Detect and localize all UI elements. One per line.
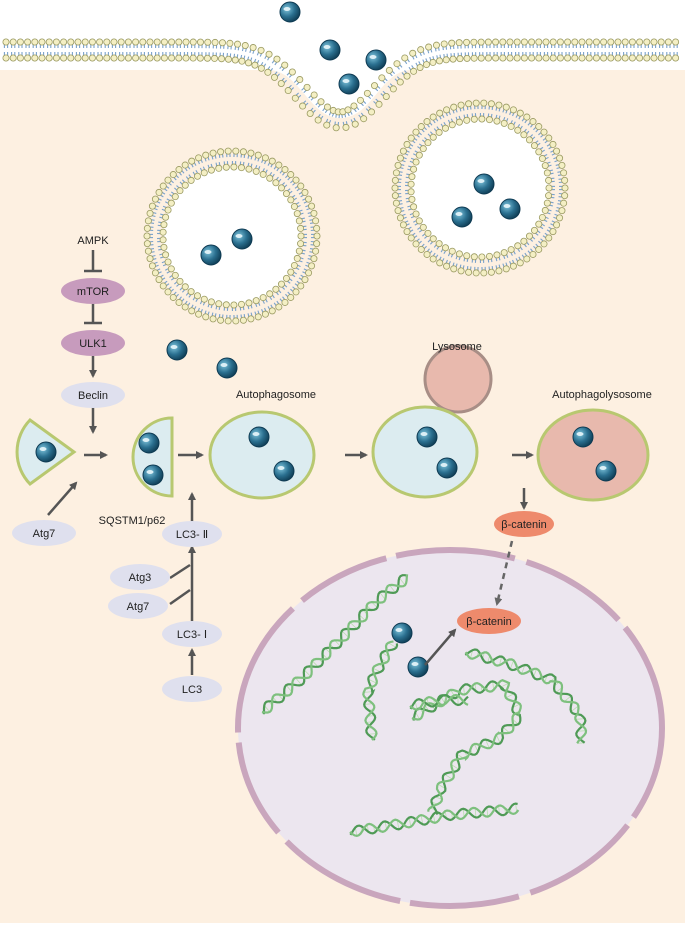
nanoparticle-icon xyxy=(474,174,494,194)
autophagosome-label: Autophagosome xyxy=(236,389,316,401)
lysosome xyxy=(425,346,491,412)
ampk-label: AMPK xyxy=(77,235,109,247)
mtor-label: mTOR xyxy=(77,286,109,298)
sqstm1-label: SQSTM1/p62 xyxy=(99,515,166,527)
nanoparticle-icon xyxy=(274,461,294,481)
beta-catenin-nuclear-label: β-catenin xyxy=(466,616,511,628)
ulk1-label: ULK1 xyxy=(79,338,107,350)
nanoparticle-icon xyxy=(139,433,159,453)
beclin-label: Beclin xyxy=(78,390,108,402)
beta-catenin-cyto-label: β-catenin xyxy=(501,519,546,531)
autophagosome xyxy=(210,412,314,498)
nanoparticle-icon xyxy=(500,199,520,219)
autophagolysosome-label: Autophagolysosome xyxy=(552,389,652,401)
atg7-left-label: Atg7 xyxy=(33,528,56,540)
atg3-label: Atg3 xyxy=(129,572,152,584)
nanoparticle-icon xyxy=(339,74,359,94)
lc3-i-label: LC3- Ⅰ xyxy=(177,629,207,641)
autophagolysosome xyxy=(538,410,648,500)
nanoparticle-icon xyxy=(143,465,163,485)
nanoparticle-icon xyxy=(217,358,237,378)
nanoparticle-icon xyxy=(167,340,187,360)
atg7-lower-label: Atg7 xyxy=(127,601,150,613)
autophagosome-lysosome-fusion xyxy=(373,407,477,497)
nanoparticle-icon xyxy=(320,40,340,60)
nanoparticle-icon xyxy=(596,461,616,481)
nanoparticle-icon xyxy=(417,427,437,447)
lysosome-label: Lysosome xyxy=(432,341,482,353)
nanoparticle-icon xyxy=(437,458,457,478)
nanoparticle-icon xyxy=(201,245,221,265)
nucleus xyxy=(238,550,662,906)
nanoparticle-icon xyxy=(249,427,269,447)
lc3-label: LC3 xyxy=(182,684,202,696)
nanoparticle-icon xyxy=(452,207,472,227)
nanoparticle-icon xyxy=(366,50,386,70)
nanoparticle-icon xyxy=(280,2,300,22)
nanoparticle-icon xyxy=(573,427,593,447)
nanoparticle-icon xyxy=(232,229,252,249)
nanoparticle-icon xyxy=(36,442,56,462)
nanoparticle-icon xyxy=(392,623,412,643)
nanoparticle-icon xyxy=(408,657,428,677)
lc3-ii-label: LC3- Ⅱ xyxy=(176,529,208,541)
